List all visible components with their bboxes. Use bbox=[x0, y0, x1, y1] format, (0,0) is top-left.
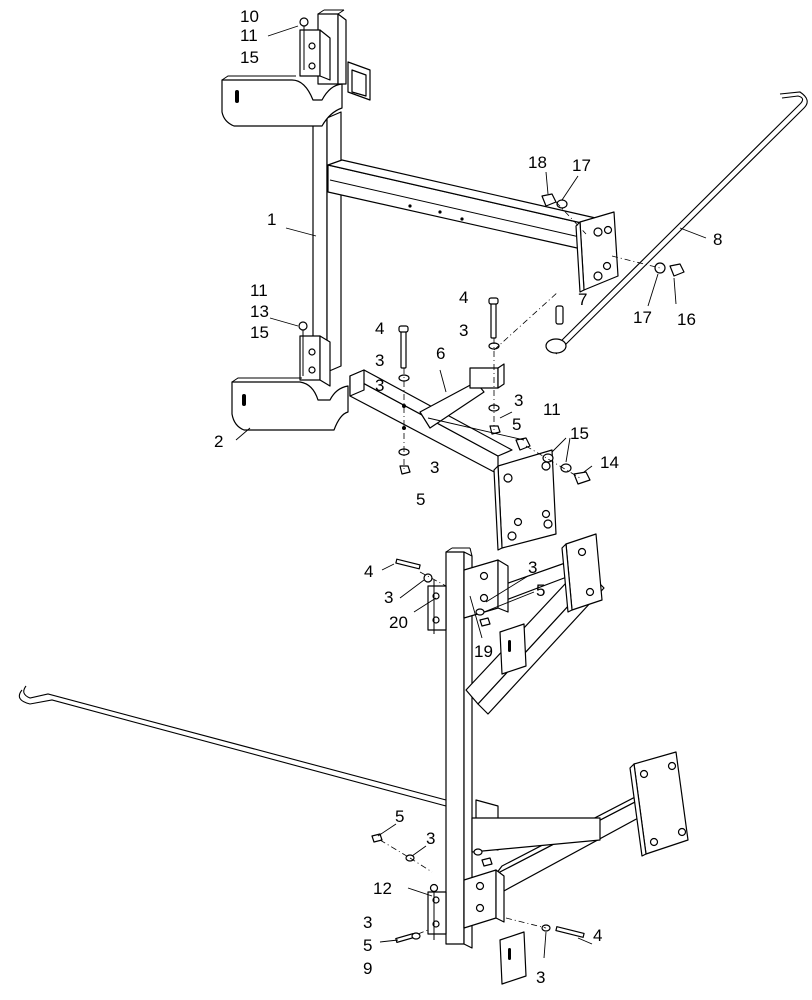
callout-7: 7 bbox=[578, 290, 587, 309]
callout-15: 15 bbox=[250, 323, 269, 342]
callout-20: 20 bbox=[389, 613, 408, 632]
callout-3: 3 bbox=[430, 458, 439, 477]
lower-saddle-bracket bbox=[298, 321, 331, 387]
lower-arm-end-plate bbox=[493, 449, 557, 551]
upper-hardware bbox=[398, 193, 685, 485]
callout-4: 4 bbox=[459, 288, 468, 307]
callout-12: 12 bbox=[373, 879, 392, 898]
vertical-post-item-1 bbox=[312, 111, 342, 373]
callout-6: 6 bbox=[436, 344, 445, 363]
top-saddle-bracket bbox=[299, 17, 371, 101]
callout-5: 5 bbox=[512, 415, 521, 434]
callout-11: 11 bbox=[240, 26, 258, 45]
callout-3: 3 bbox=[528, 558, 537, 577]
lower-bottom-bracket bbox=[427, 869, 505, 940]
callout-3: 3 bbox=[375, 351, 384, 370]
callout-17: 17 bbox=[633, 308, 652, 327]
callout-19: 19 bbox=[474, 642, 493, 661]
rod-item-8-upper bbox=[545, 91, 808, 355]
upper-curved-clamp bbox=[221, 75, 343, 127]
callout-8: 8 bbox=[713, 230, 722, 249]
pin-item-7 bbox=[555, 305, 564, 325]
lower-upper-pad bbox=[499, 623, 527, 675]
callout-15: 15 bbox=[570, 424, 589, 443]
upper-assembly bbox=[221, 9, 808, 551]
lower-mid-tube bbox=[471, 817, 601, 853]
upper-end-plate bbox=[575, 211, 619, 293]
callout-4: 4 bbox=[375, 319, 384, 338]
rod-item-8-lower bbox=[18, 685, 447, 807]
callout-15: 15 bbox=[240, 48, 259, 67]
callout-14: 14 bbox=[600, 453, 619, 472]
diagonal-brace bbox=[419, 363, 505, 429]
callout-3: 3 bbox=[384, 588, 393, 607]
callout-3: 3 bbox=[514, 391, 523, 410]
upper-horizontal-arm bbox=[327, 159, 601, 251]
callout-10: 10 bbox=[240, 7, 259, 26]
callout-9: 9 bbox=[363, 959, 372, 978]
lower-bottom-pad bbox=[499, 931, 527, 985]
callout-13: 13 bbox=[250, 302, 269, 321]
callout-11: 11 bbox=[543, 400, 561, 419]
callout-1: 1 bbox=[267, 210, 276, 229]
leader-lines bbox=[235, 25, 707, 959]
upper-assembly-lines bbox=[403, 201, 661, 479]
lower-right-end-plate bbox=[629, 751, 689, 857]
callout-5: 5 bbox=[395, 807, 404, 826]
callout-labels: 10 11 15 1 18 17 8 17 16 11 13 15 4 4 7 … bbox=[214, 7, 722, 987]
callout-3: 3 bbox=[459, 321, 468, 340]
callout-3: 3 bbox=[536, 968, 545, 987]
callout-2: 2 bbox=[214, 432, 223, 451]
callout-17: 17 bbox=[572, 156, 591, 175]
callout-4: 4 bbox=[593, 926, 602, 945]
lower-assembly bbox=[18, 533, 689, 985]
callout-3: 3 bbox=[363, 913, 372, 932]
callout-5: 5 bbox=[536, 581, 545, 600]
callout-5: 5 bbox=[416, 490, 425, 509]
callout-3: 3 bbox=[426, 829, 435, 848]
callout-18: 18 bbox=[528, 153, 547, 172]
callout-5: 5 bbox=[363, 936, 372, 955]
lower-vertical-post bbox=[445, 547, 473, 949]
callout-3: 3 bbox=[375, 376, 384, 395]
callout-16: 16 bbox=[677, 310, 696, 329]
callout-11: 11 bbox=[250, 281, 268, 300]
lower-upper-right-plate bbox=[561, 533, 603, 613]
lower-assembly-lines bbox=[379, 571, 547, 935]
lower-upper-arm bbox=[465, 561, 605, 715]
callout-4: 4 bbox=[364, 562, 373, 581]
lower-curved-clamp-item-2 bbox=[231, 377, 349, 431]
